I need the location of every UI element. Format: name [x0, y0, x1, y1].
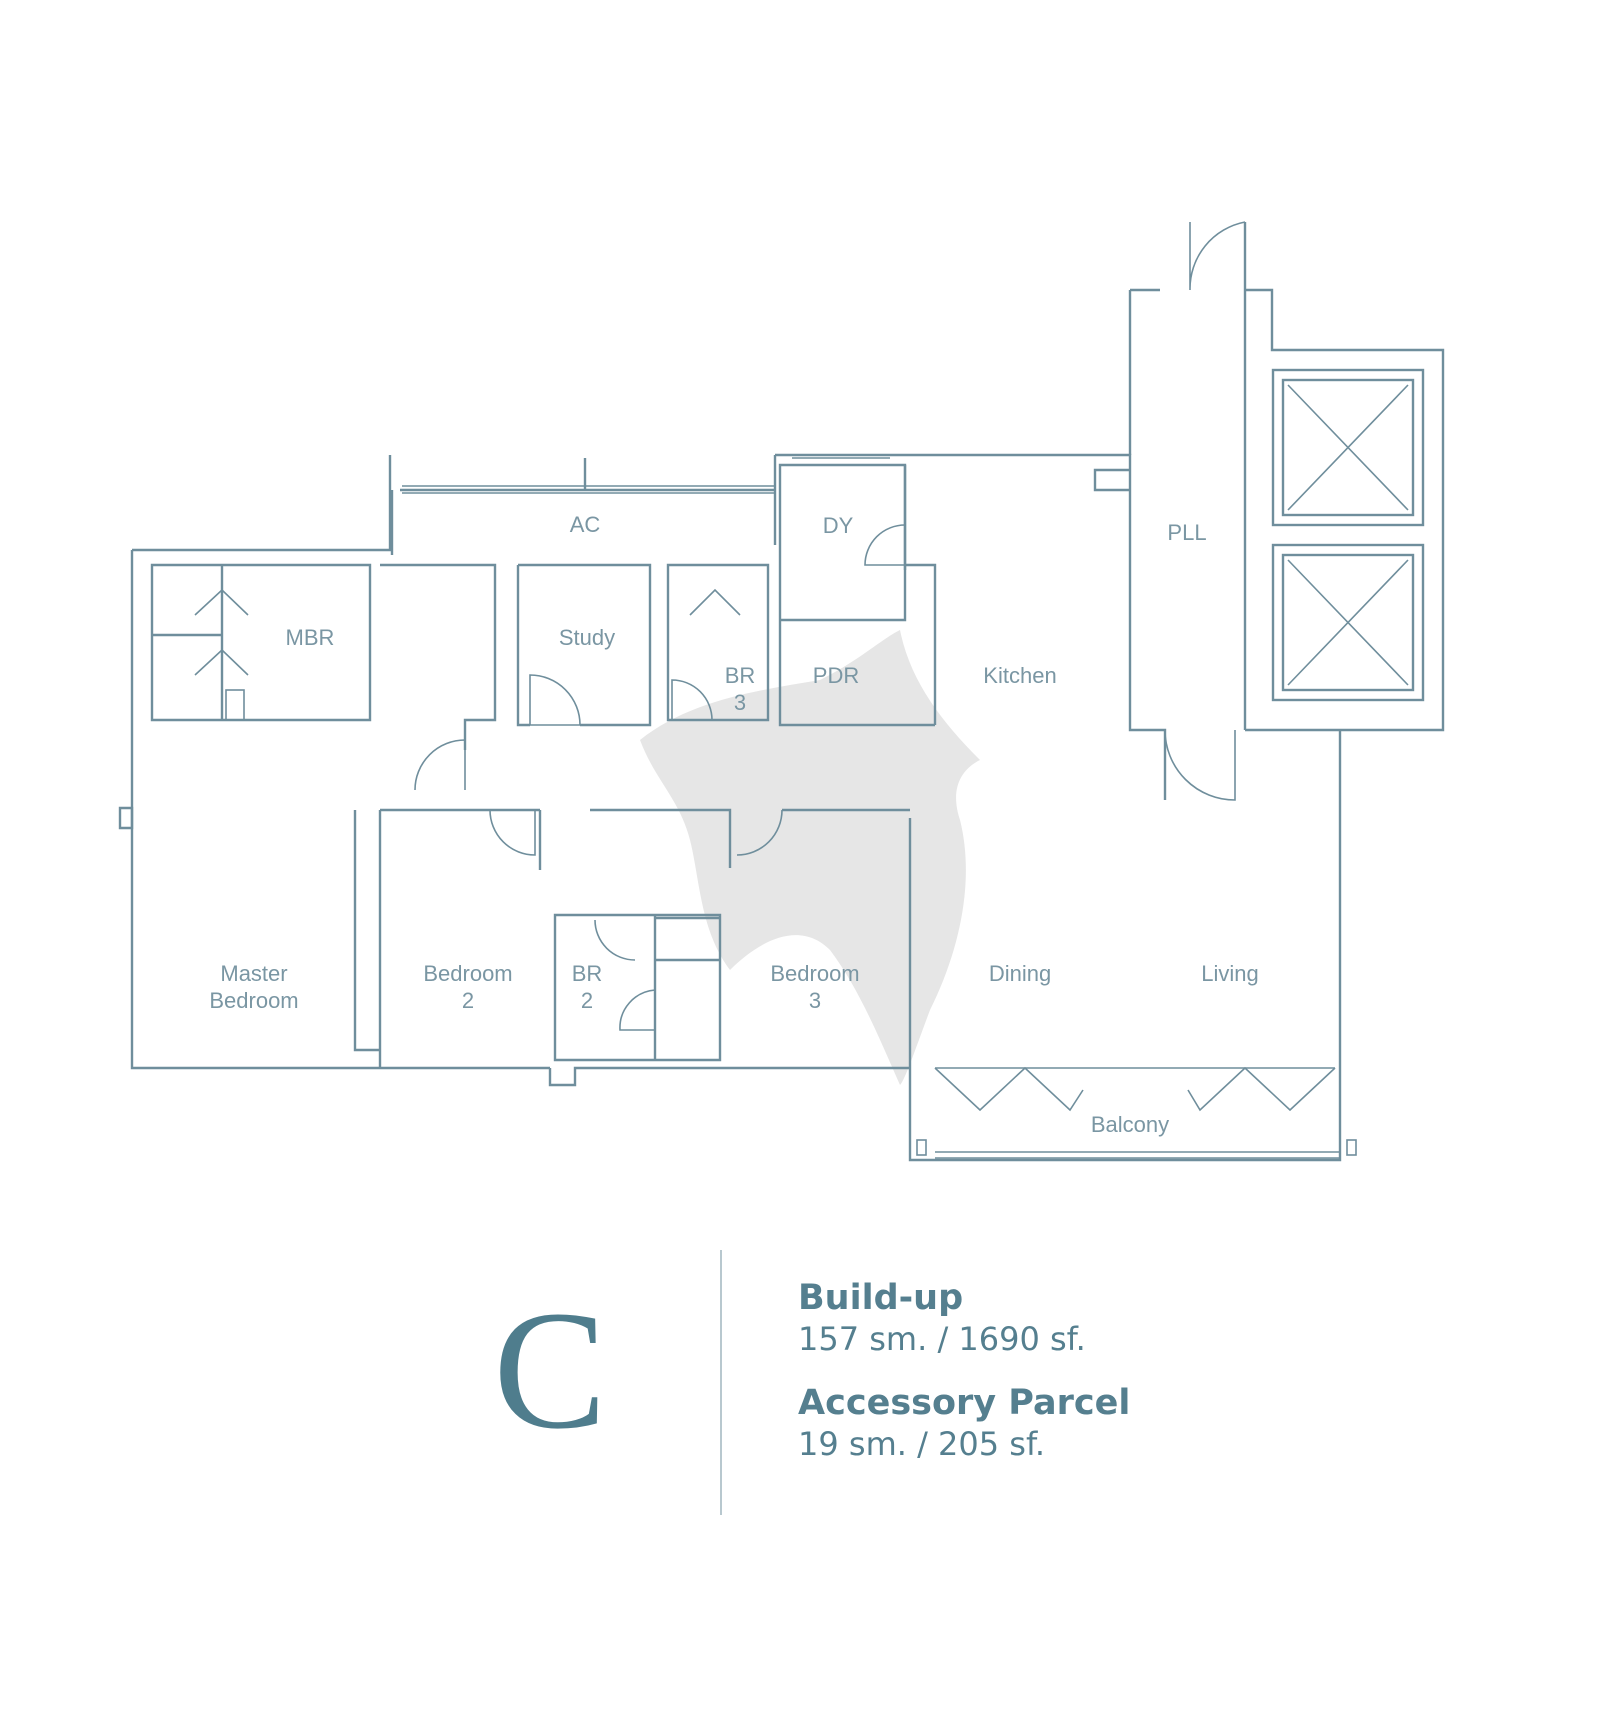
label-pll: PLL	[1167, 520, 1206, 545]
balcony-railing	[916, 1066, 1357, 1159]
label-study: Study	[559, 625, 615, 650]
label-kitchen: Kitchen	[983, 663, 1056, 688]
label-living: Living	[1201, 961, 1258, 986]
accessory-parcel-heading: Accessory Parcel	[798, 1383, 1131, 1423]
accessory-parcel-value: 19 sm. / 205 sf.	[798, 1425, 1046, 1463]
buildup-value: 157 sm. / 1690 sf.	[798, 1320, 1086, 1358]
label-balcony: Balcony	[1091, 1112, 1169, 1137]
label-br2-line1: BR	[572, 961, 603, 986]
interior-walls	[150, 463, 1130, 1068]
unit-type-letter: C	[493, 1276, 607, 1464]
divider	[720, 1250, 722, 1515]
label-br2-line2: 2	[581, 988, 593, 1013]
label-dy: DY	[823, 513, 854, 538]
outer-walls	[118, 222, 1445, 1162]
label-bed3-line2: 3	[809, 988, 821, 1013]
buildup-heading: Build-up	[798, 1278, 964, 1318]
wardrobe-doors	[194, 588, 741, 721]
label-bed2-line2: 2	[462, 988, 474, 1013]
label-ac: AC	[570, 512, 601, 537]
label-br3-line2: 3	[734, 690, 746, 715]
label-mbr: MBR	[286, 625, 335, 650]
label-dining: Dining	[989, 961, 1051, 986]
ac-ledge	[402, 457, 890, 494]
watermark-logo	[640, 630, 980, 1085]
door-swings	[414, 221, 1246, 1031]
label-master-line2: Bedroom	[209, 988, 298, 1013]
lift-shafts	[1271, 368, 1425, 702]
label-br3-line1: BR	[725, 663, 756, 688]
label-bed3-line1: Bedroom	[770, 961, 859, 986]
label-bed2-line1: Bedroom	[423, 961, 512, 986]
label-pdr: PDR	[813, 663, 859, 688]
label-master-line1: Master	[220, 961, 287, 986]
room-labels: AC DY PLL MBR Study BR 3 PDR Kitchen Mas…	[209, 512, 1258, 1137]
